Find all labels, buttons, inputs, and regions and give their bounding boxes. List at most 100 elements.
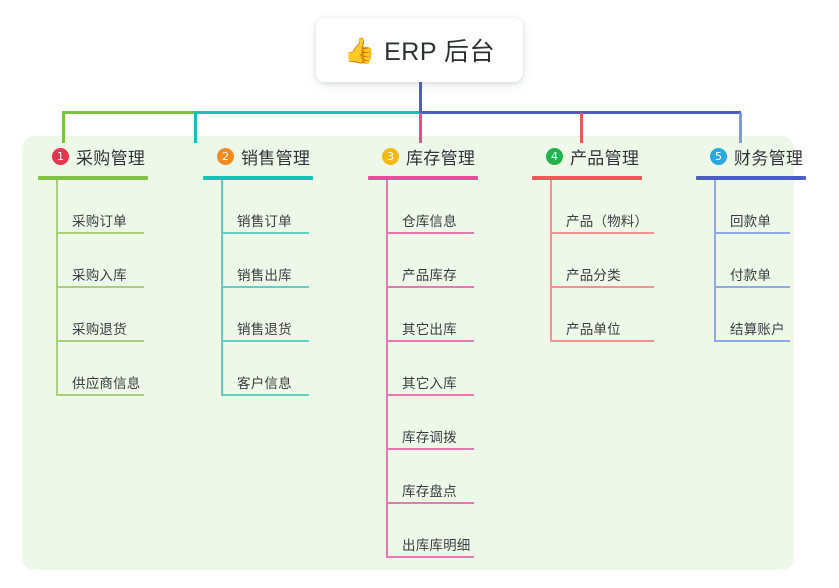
leaf-underline <box>386 556 474 558</box>
leaf-label: 产品（物料） <box>566 214 649 229</box>
leaf-item[interactable]: 其它入库 <box>386 342 478 396</box>
leaf-list-product: 产品（物料） 产品分类产品单位 <box>532 180 654 342</box>
leaf-item[interactable]: 采购退货 <box>56 288 148 342</box>
leaf-label: 其它入库 <box>402 376 457 391</box>
leaf-item[interactable]: 产品分类 <box>550 234 654 288</box>
leaf-list-purchase: 采购订单采购入库采购退货供应商信息 <box>38 180 148 396</box>
leaf-label: 库存盘点 <box>402 484 457 499</box>
leaf-label: 采购入库 <box>72 268 127 283</box>
leaf-underline <box>386 502 474 504</box>
column-title: 销售管理 <box>241 148 311 168</box>
leaf-item[interactable]: 库存盘点 <box>386 450 478 504</box>
leaf-label: 销售出库 <box>237 268 292 283</box>
leaf-spine <box>714 180 716 342</box>
leaf-label: 采购退货 <box>72 322 127 337</box>
leaf-underline <box>550 340 654 342</box>
leaf-item[interactable]: 仓库信息 <box>386 180 478 234</box>
bus-green <box>62 111 194 114</box>
leaf-label: 产品分类 <box>566 268 621 283</box>
leaf-list-sales: 销售订单销售出库销售退货客户信息 <box>203 180 313 396</box>
drop-inventory <box>419 113 422 143</box>
drop-product <box>580 113 583 143</box>
leaf-underline <box>56 340 144 342</box>
leaf-underline <box>56 232 144 234</box>
leaf-underline <box>714 286 790 288</box>
leaf-label: 出库库明细 <box>402 538 471 553</box>
leaf-underline <box>56 394 144 396</box>
leaf-item[interactable]: 结算账户 <box>714 288 806 342</box>
leaf-label: 回款单 <box>730 214 772 229</box>
column-title: 库存管理 <box>406 148 476 168</box>
column-purchase: 1 采购管理采购订单采购入库采购退货供应商信息 <box>38 143 148 396</box>
leaf-label: 付款单 <box>730 268 772 283</box>
trunk-connector <box>419 82 422 113</box>
column-header-product[interactable]: 4 产品管理 <box>532 143 648 169</box>
leaf-item[interactable]: 采购入库 <box>56 234 148 288</box>
leaf-underline <box>386 448 474 450</box>
leaf-underline <box>221 340 309 342</box>
leaf-item[interactable]: 供应商信息 <box>56 342 148 396</box>
leaf-label: 产品单位 <box>566 322 621 337</box>
drop-purchase <box>62 113 65 143</box>
leaf-item[interactable]: 销售退货 <box>221 288 313 342</box>
leaf-spine <box>550 180 552 342</box>
leaf-label: 库存调拨 <box>402 430 457 445</box>
drop-sales <box>194 113 197 143</box>
leaf-item[interactable]: 产品库存 <box>386 234 478 288</box>
column-header-inventory[interactable]: 3 库存管理 <box>368 143 478 169</box>
leaf-item[interactable]: 产品单位 <box>550 288 654 342</box>
leaf-item[interactable]: 客户信息 <box>221 342 313 396</box>
column-header-sales[interactable]: 2 销售管理 <box>203 143 313 169</box>
leaf-item[interactable]: 其它出库 <box>386 288 478 342</box>
bus-blue <box>419 111 741 114</box>
column-product: 4 产品管理产品（物料） 产品分类产品单位 <box>532 143 654 342</box>
column-title: 财务管理 <box>734 148 804 168</box>
column-underline <box>696 176 806 180</box>
column-inventory: 3 库存管理仓库信息产品库存其它出库其它入库库存调拨库存盘点出库库明细 <box>368 143 478 558</box>
badge-number-icon: 3 <box>382 147 399 165</box>
leaf-item[interactable]: 出库库明细 <box>386 504 478 558</box>
leaf-underline <box>221 232 309 234</box>
root-title: ERP 后台 <box>384 38 496 66</box>
column-title: 采购管理 <box>76 148 146 168</box>
leaf-label: 销售订单 <box>237 214 292 229</box>
leaf-underline <box>56 286 144 288</box>
column-underline <box>368 176 478 180</box>
leaf-underline <box>550 286 654 288</box>
badge-number-icon: 1 <box>52 147 69 165</box>
leaf-item[interactable]: 库存调拨 <box>386 396 478 450</box>
leaf-list-finance: 回款单付款单结算账户 <box>696 180 806 342</box>
leaf-item[interactable]: 销售出库 <box>221 234 313 288</box>
leaf-underline <box>386 340 474 342</box>
column-underline <box>203 176 313 180</box>
column-title: 产品管理 <box>570 148 640 168</box>
leaf-underline <box>386 394 474 396</box>
leaf-underline <box>221 286 309 288</box>
leaf-underline <box>714 232 790 234</box>
leaf-spine <box>386 180 388 558</box>
column-header-purchase[interactable]: 1 采购管理 <box>38 143 148 169</box>
leaf-underline <box>550 232 654 234</box>
drop-finance <box>739 113 742 143</box>
leaf-label: 供应商信息 <box>72 376 141 391</box>
leaf-label: 其它出库 <box>402 322 457 337</box>
leaf-item[interactable]: 采购订单 <box>56 180 148 234</box>
leaf-underline <box>714 340 790 342</box>
leaf-list-inventory: 仓库信息产品库存其它出库其它入库库存调拨库存盘点出库库明细 <box>368 180 478 558</box>
leaf-item[interactable]: 付款单 <box>714 234 806 288</box>
root-node[interactable]: 👍 ERP 后台 <box>316 18 523 82</box>
leaf-underline <box>386 286 474 288</box>
leaf-item[interactable]: 回款单 <box>714 180 806 234</box>
leaf-spine <box>221 180 223 396</box>
leaf-label: 结算账户 <box>730 322 785 337</box>
leaf-label: 销售退货 <box>237 322 292 337</box>
leaf-item[interactable]: 销售订单 <box>221 180 313 234</box>
leaf-item[interactable]: 产品（物料） <box>550 180 654 234</box>
badge-number-icon: 2 <box>217 147 234 165</box>
column-underline <box>38 176 148 180</box>
leaf-underline <box>221 394 309 396</box>
badge-number-icon: 4 <box>546 147 563 165</box>
diagram-panel <box>22 136 794 570</box>
